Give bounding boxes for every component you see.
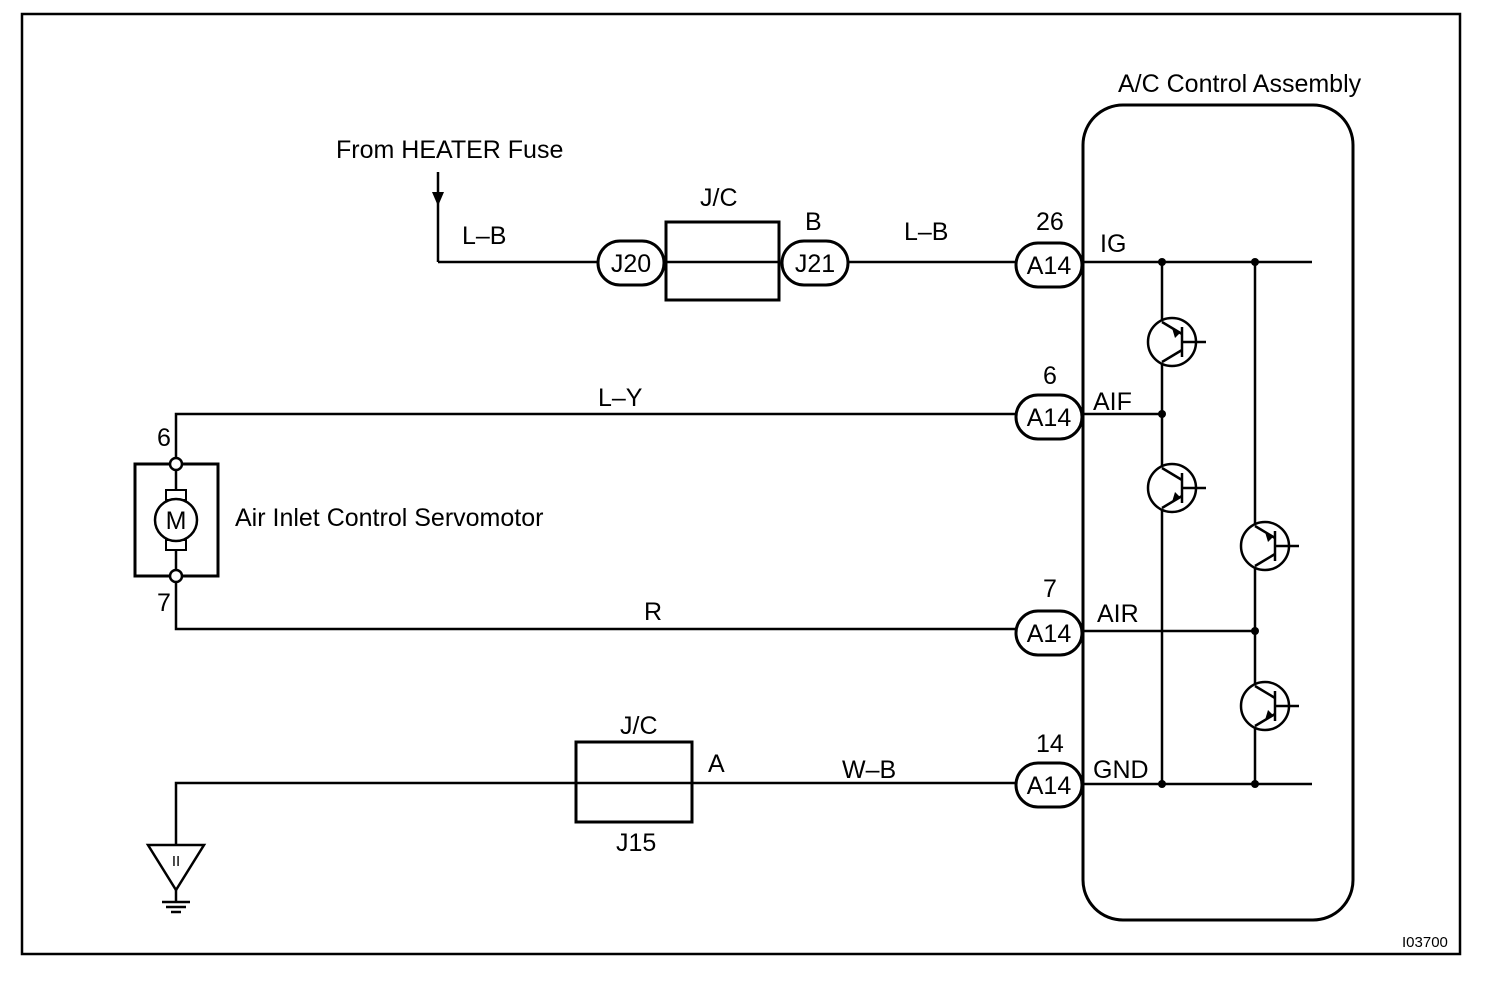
signal-aif: AIF [1093,388,1132,416]
wire-gnd-color: W–B [842,756,896,784]
connector-a14-ig: A14 [1014,241,1084,289]
svg-text:J20: J20 [611,250,651,278]
junction-dots [1158,258,1259,788]
servomotor: M [133,456,220,584]
wire-ig-right-color: L–B [904,218,948,246]
signal-air: AIR [1097,600,1139,628]
diagram-frame [20,12,1462,956]
connector-a14-gnd: A14 [1014,761,1084,809]
svg-text:II: II [172,853,180,870]
transistor-4-icon [1239,680,1299,732]
junction-bottom-connector: J15 [616,829,656,857]
pin-number-ig: 26 [1036,208,1064,236]
connector-a14-aif: A14 [1014,393,1084,441]
motor-icon [153,497,199,543]
transistor-3-icon [1239,520,1299,572]
signal-gnd: GND [1093,756,1149,784]
svg-text:A14: A14 [1027,404,1072,432]
svg-text:A14: A14 [1027,620,1072,648]
motor-pin-bottom: 7 [157,589,171,617]
wire-air-color: R [644,598,662,626]
wire-ig-left-color: L–B [462,222,506,250]
motor-pin-top: 6 [157,424,171,452]
wire-aif-color: L–Y [598,384,643,412]
junction-top-title: J/C [700,184,738,212]
junction-top-pin: B [805,208,822,236]
pin-number-air: 7 [1043,575,1057,603]
signal-ig: IG [1100,230,1126,258]
svg-text:A14: A14 [1027,772,1072,800]
ground-icon: II [145,843,207,914]
transistor-2-icon [1146,462,1206,514]
source-label: From HEATER Fuse [336,136,563,164]
connector-j20: J20 [596,239,666,287]
connector-j21: J21 [780,239,850,287]
source-arrow-icon [432,172,444,262]
pin-number-gnd: 14 [1036,730,1064,758]
ac-control-assembly-title: A/C Control Assembly [1118,70,1362,98]
junction-bottom-pin: A [708,750,725,778]
pin-number-aif: 6 [1043,362,1057,390]
svg-text:J21: J21 [795,250,835,278]
figure-code: I03700 [1402,934,1448,951]
svg-text:A14: A14 [1027,252,1072,280]
wire-air [174,576,1255,633]
wire-gnd [174,781,1312,852]
motor-name: Air Inlet Control Servomotor [235,504,543,532]
svg-text:M: M [166,507,187,535]
ac-control-assembly-box [1081,103,1355,922]
wire-aif [174,412,1162,464]
junction-bottom-title: J/C [620,712,658,740]
connector-a14-air: A14 [1014,609,1084,657]
transistor-1-icon [1146,316,1206,368]
